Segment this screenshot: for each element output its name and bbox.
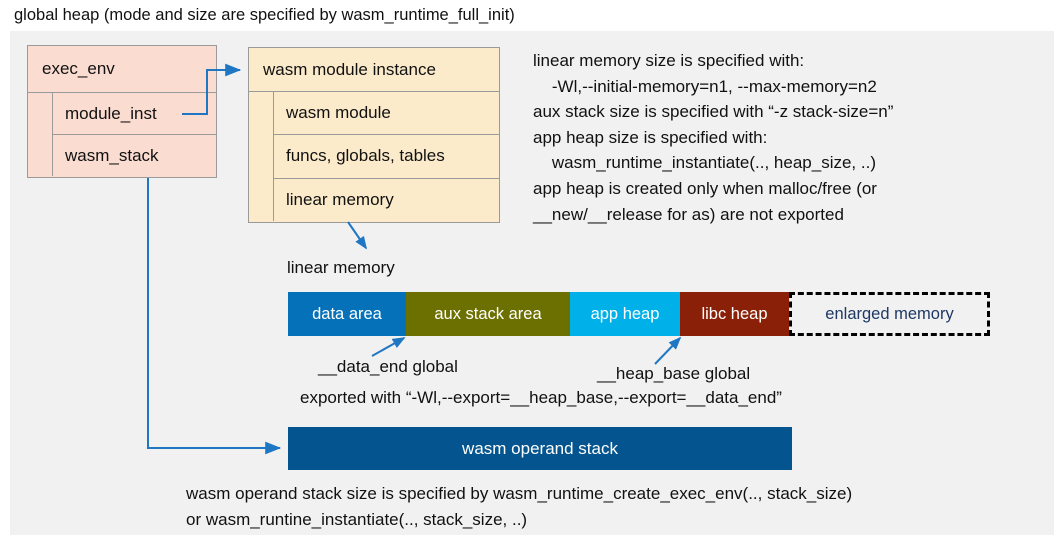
annotation-heap-base: __heap_base global <box>597 364 751 383</box>
diagram-title: global heap (mode and size are specified… <box>14 6 515 24</box>
module-instance-row-wasm-module: wasm module <box>274 92 499 136</box>
linear-memory-segment-3: libc heap <box>680 292 789 336</box>
module-instance-row-funcs-globals-tables: funcs, globals, tables <box>274 135 499 179</box>
wasm-operand-stack-bar: wasm operand stack <box>288 427 792 470</box>
exec-env-box: exec_env module_inst wasm_stack <box>27 45 217 178</box>
exec-env-row-wasm-stack: wasm_stack <box>65 145 159 165</box>
annotation-exported-with: exported with “-Wl,--export=__heap_base,… <box>300 388 782 407</box>
wasm-module-instance-rows: wasm module funcs, globals, tables linea… <box>249 92 499 221</box>
linear-memory-segment-2: app heap <box>570 292 680 336</box>
exec-env-row-module-inst: module_inst <box>53 93 216 135</box>
wasm-module-instance-box: wasm module instance wasm module funcs, … <box>248 47 500 223</box>
linear-memory-segment-4: enlarged memory <box>789 292 990 336</box>
exec-env-gutter <box>28 93 53 176</box>
exec-env-rows: module_inst wasm_stack <box>28 93 216 176</box>
annotation-data-end: __data_end global <box>318 357 458 376</box>
linear-memory-segment-0: data area <box>288 292 406 336</box>
operand-stack-note: wasm operand stack size is specified by … <box>186 484 853 529</box>
linear-memory-segment-1: aux stack area <box>406 292 570 336</box>
module-instance-row-linear-memory: linear memory <box>286 189 394 209</box>
linear-memory-label: linear memory <box>287 258 395 277</box>
exec-env-header: exec_env <box>28 46 216 93</box>
wasm-module-instance-header: wasm module instance <box>249 48 499 92</box>
linear-memory-notes: linear memory size is specified with: -W… <box>533 51 894 224</box>
wasm-module-instance-gutter <box>249 92 274 221</box>
